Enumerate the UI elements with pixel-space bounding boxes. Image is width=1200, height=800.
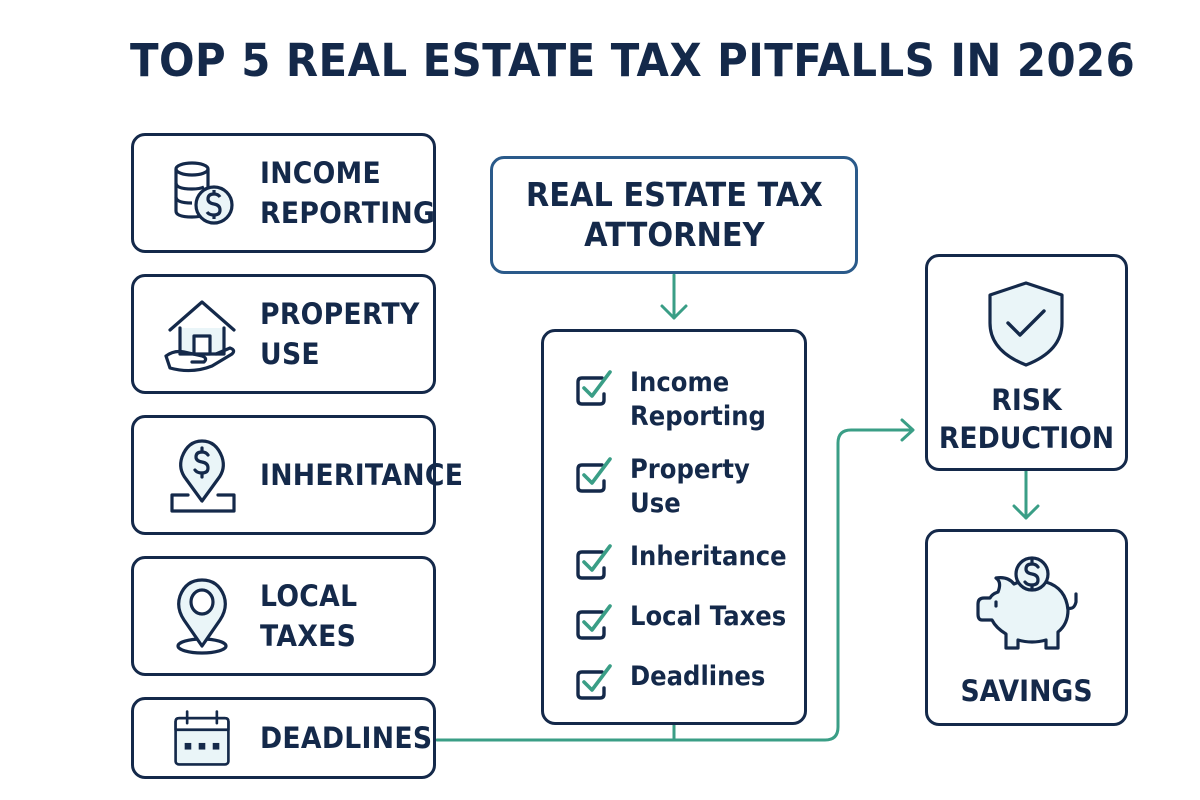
dollar-pin-icon (170, 439, 236, 513)
checkbox-checked-icon (576, 370, 612, 406)
pitfall-label: INHERITANCE (260, 458, 464, 492)
pitfall-deadlines: DEADLINES (131, 697, 436, 779)
coins-dollar-icon (174, 161, 234, 225)
outcome-label: SAVINGS (960, 674, 1093, 708)
checkbox-checked-icon (576, 544, 612, 580)
location-pin-icon (176, 578, 228, 655)
calendar-icon (174, 710, 230, 766)
checkbox-checked-icon (576, 457, 612, 493)
checklist-item: Local Taxes (574, 600, 804, 642)
piggy-bank-icon (976, 556, 1078, 650)
checklist-item: Inheritance (574, 540, 804, 582)
pitfall-inheritance: INHERITANCE (131, 415, 463, 535)
page-title: TOP 5 REAL ESTATE TAX PITFALLS IN 2026 (130, 34, 1136, 87)
shield-check-icon (988, 281, 1064, 367)
outcome-savings: SAVINGS (925, 529, 1128, 726)
pitfall-label: DEADLINES (260, 721, 433, 755)
checkbox-checked-icon (576, 664, 612, 700)
checkbox-checked-icon (576, 604, 612, 640)
checklist-item: Deadlines (574, 660, 780, 702)
house-in-hand-icon (164, 300, 236, 373)
